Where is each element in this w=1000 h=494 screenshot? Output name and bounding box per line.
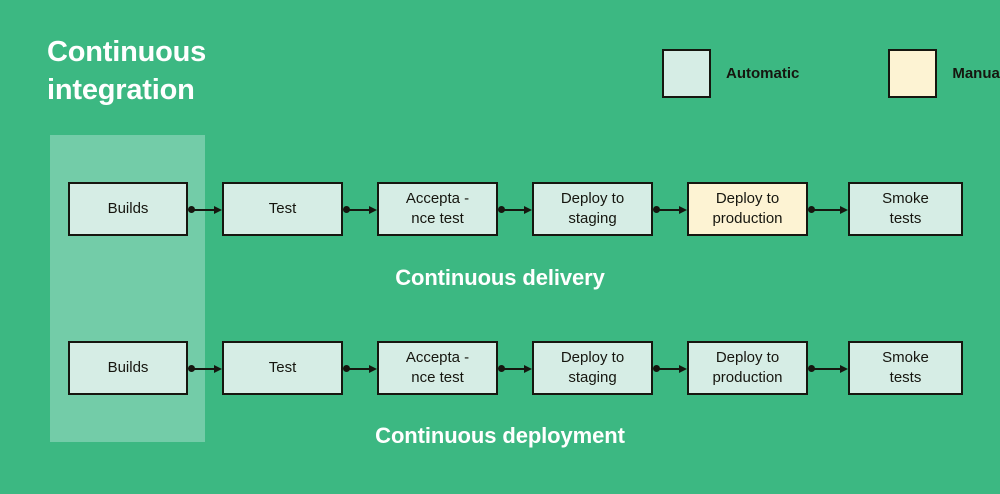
pipeline-connector-arrow-icon <box>498 205 532 214</box>
row-caption-continuous-delivery: Continuous delivery <box>395 265 605 290</box>
pipeline-node[interactable]: Smoke tests <box>848 341 963 395</box>
connector-line <box>811 208 840 211</box>
pipeline-node[interactable]: Builds <box>68 182 188 236</box>
legend-item-manual: Manual <box>888 48 1000 98</box>
pipeline-connector-arrow-icon <box>653 205 687 214</box>
connector-arrowhead-icon <box>524 205 532 214</box>
connector-arrowhead-icon <box>369 364 377 373</box>
pipeline-connector-arrow-icon <box>808 364 848 373</box>
connector-arrowhead-icon <box>214 364 222 373</box>
connector-line <box>346 367 369 370</box>
connector-line <box>501 367 524 370</box>
pipeline-row-continuous-delivery: Builds Test Accepta - nce test Deploy to st… <box>0 182 1000 236</box>
legend-swatch-automatic-icon <box>662 48 711 98</box>
pipeline-connector-arrow-icon <box>343 364 377 373</box>
pipeline-connector-arrow-icon <box>188 364 222 373</box>
connector-arrowhead-icon <box>840 364 848 373</box>
pipeline-node[interactable]: Test <box>222 182 343 236</box>
pipeline-connector-arrow-icon <box>343 205 377 214</box>
connector-line <box>191 208 214 211</box>
row-caption-continuous-deployment: Continuous deployment <box>375 423 625 448</box>
page-title: Continuous integration <box>47 36 207 106</box>
pipeline-connector-arrow-icon <box>498 364 532 373</box>
pipeline-connector-arrow-icon <box>188 205 222 214</box>
pipeline-node[interactable]: Deploy to staging <box>532 182 653 236</box>
connector-line <box>656 367 679 370</box>
pipeline-connector-arrow-icon <box>808 205 848 214</box>
pipeline-node[interactable]: Test <box>222 341 343 395</box>
connector-line <box>656 208 679 211</box>
legend-swatch-manual-icon <box>888 48 938 98</box>
connector-line <box>811 367 840 370</box>
legend: Automatic Manual <box>662 48 1000 98</box>
pipeline-node[interactable]: Accepta - nce test <box>377 182 498 236</box>
connector-arrowhead-icon <box>679 205 687 214</box>
pipeline-node[interactable]: Deploy to staging <box>532 341 653 395</box>
pipeline-node[interactable]: Builds <box>68 341 188 395</box>
pipeline-node[interactable]: Deploy to production <box>687 341 808 395</box>
legend-label-manual: Manual <box>952 64 1000 82</box>
connector-arrowhead-icon <box>524 364 532 373</box>
connector-arrowhead-icon <box>840 205 848 214</box>
pipeline-node[interactable]: Accepta - nce test <box>377 341 498 395</box>
connector-arrowhead-icon <box>369 205 377 214</box>
pipeline-node[interactable]: Deploy to production <box>687 182 808 236</box>
connector-arrowhead-icon <box>679 364 687 373</box>
legend-label-automatic: Automatic <box>726 64 800 82</box>
connector-line <box>346 208 369 211</box>
connector-line <box>501 208 524 211</box>
connector-line <box>191 367 214 370</box>
pipeline-connector-arrow-icon <box>653 364 687 373</box>
connector-arrowhead-icon <box>214 205 222 214</box>
pipeline-row-continuous-deployment: Builds Test Accepta - nce test Deploy to st… <box>0 341 1000 395</box>
legend-item-automatic: Automatic <box>662 48 800 98</box>
pipeline-node[interactable]: Smoke tests <box>848 182 963 236</box>
